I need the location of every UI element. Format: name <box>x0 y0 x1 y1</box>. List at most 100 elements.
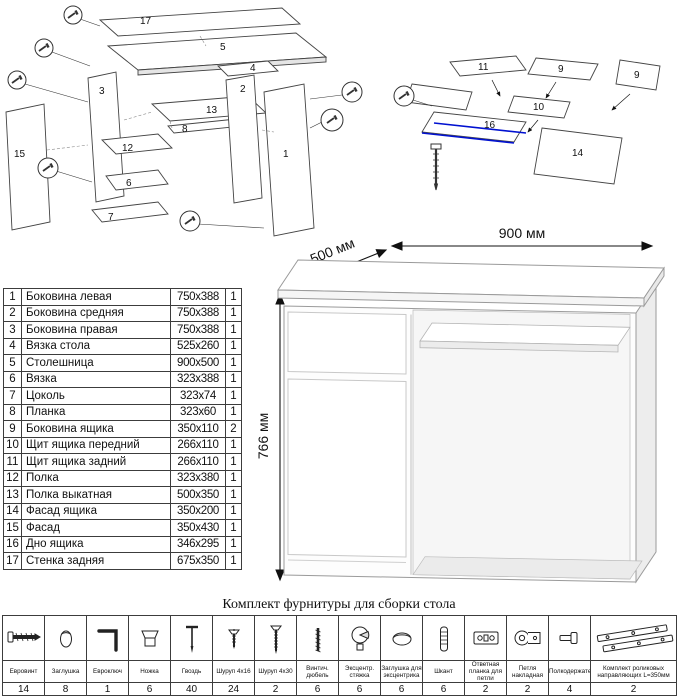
part-size: 350x200 <box>170 502 226 520</box>
hardware-name: Евровинт <box>2 659 45 684</box>
part-size: 266x110 <box>170 436 226 454</box>
hardware-name: Эксцентр. стяжка <box>338 659 381 684</box>
part-name: Вязка <box>21 370 171 388</box>
hardware-qty: 14 <box>2 682 45 697</box>
hardware-name: Шуруп 4x16 <box>212 659 255 684</box>
hardware-qty: 2 <box>254 682 297 697</box>
part-panel-side-middle <box>225 74 263 204</box>
part-label-9a: 9 <box>558 64 564 75</box>
hardware-qty: 6 <box>128 682 171 697</box>
nail-icon <box>170 615 213 661</box>
dimension-height-label: 766 мм <box>255 413 271 460</box>
exploded-view-drawer: 11 9 9 10 16 14 <box>393 55 661 191</box>
dimension-width-label: 900 мм <box>499 225 546 241</box>
hex-key-icon <box>86 615 129 661</box>
hardware-qty: 8 <box>44 682 87 697</box>
hardware-qty: 2 <box>590 682 677 697</box>
part-number: 16 <box>3 535 22 553</box>
part-number: 5 <box>3 354 22 372</box>
desk-drawer-front <box>287 311 407 375</box>
screw-callout-icon <box>34 38 54 58</box>
hardware-name: Гвоздь <box>170 659 213 684</box>
hardware-name: Заглушка для эксцентрика <box>380 659 423 684</box>
screw-callout-icon <box>320 108 344 132</box>
part-label-17: 17 <box>140 16 152 27</box>
part-number: 10 <box>3 436 22 454</box>
eccentric-bolt-icon <box>430 143 442 191</box>
dimension-width: 900 мм <box>390 225 654 251</box>
desk-interior-floor <box>412 556 643 580</box>
foot-icon <box>128 615 171 661</box>
part-size: 323x388 <box>170 370 226 388</box>
screw-large-icon <box>254 615 297 661</box>
hardware-name: Ножка <box>128 659 171 684</box>
hardware-qty: 40 <box>170 682 213 697</box>
hardware-name: Шкант <box>422 659 465 684</box>
hardware-qty: 1 <box>86 682 129 697</box>
hinge-icon <box>506 615 549 661</box>
part-name: Вязка стола <box>21 337 171 355</box>
hardware-name: Заглушка <box>44 659 87 684</box>
part-size: 750x388 <box>170 321 226 339</box>
part-name: Боковина левая <box>21 288 171 306</box>
hardware-names-row: Евровинт Заглушка Евроключ Ножка Гвоздь … <box>2 659 677 684</box>
confirmat-screw-icon <box>2 615 45 661</box>
part-label-10: 10 <box>533 102 545 113</box>
part-panel-drawer-front-shield <box>507 95 571 119</box>
part-label-4: 4 <box>250 63 256 74</box>
screw-small-icon <box>212 615 255 661</box>
part-size: 323x380 <box>170 469 226 487</box>
part-number: 15 <box>3 519 22 537</box>
part-label-6: 6 <box>126 178 132 189</box>
part-label-7: 7 <box>108 212 114 223</box>
part-name: Боковина правая <box>21 321 171 339</box>
part-number: 8 <box>3 403 22 421</box>
part-size: 900x500 <box>170 354 226 372</box>
part-name: Полка выкатная <box>21 486 171 504</box>
desk-dimension-drawing: 900 мм 500 мм 766 мм <box>255 225 665 584</box>
part-panel-tie2 <box>105 169 169 191</box>
part-panel-side-right <box>87 71 125 203</box>
part-size: 750x388 <box>170 304 226 322</box>
dowel-screw-icon <box>296 615 339 661</box>
hardware-qty: 2 <box>464 682 507 697</box>
part-number: 2 <box>3 304 22 322</box>
part-name: Дно ящика <box>21 535 171 553</box>
part-size: 266x110 <box>170 453 226 471</box>
exploded-view-desk: 17 5 4 3 13 8 12 2 6 7 15 1 <box>5 5 363 237</box>
part-number: 12 <box>3 469 22 487</box>
screw-callout-icon <box>7 70 27 90</box>
part-name: Фасад ящика <box>21 502 171 520</box>
part-panel-drawer-side2 <box>615 59 661 91</box>
hardware-kit-table: Евровинт Заглушка Евроключ Ножка Гвоздь … <box>2 615 677 697</box>
screw-callout-icon <box>63 5 83 25</box>
part-label-9b: 9 <box>634 70 640 81</box>
hardware-kit-title: Комплект фурнитуры для сборки стола <box>222 597 456 612</box>
part-number: 3 <box>3 321 22 339</box>
cam-cap-icon <box>380 615 423 661</box>
cap-icon <box>44 615 87 661</box>
hardware-qty: 2 <box>506 682 549 697</box>
hardware-qty-row: 14 8 1 6 40 24 2 6 6 6 6 2 2 4 2 <box>2 682 677 697</box>
hardware-name: Ответная планка для петли <box>464 659 507 684</box>
part-name: Столешница <box>21 354 171 372</box>
part-panel-side-left <box>263 83 315 237</box>
part-size: 346x295 <box>170 535 226 553</box>
part-name: Полка <box>21 469 171 487</box>
part-panel-tie <box>217 60 279 77</box>
part-label-2: 2 <box>240 84 246 95</box>
part-panel-door <box>5 103 51 231</box>
part-number: 6 <box>3 370 22 388</box>
part-name: Щит ящика задний <box>21 453 171 471</box>
hardware-name: Евроключ <box>86 659 129 684</box>
screw-callout-icon <box>341 81 363 103</box>
